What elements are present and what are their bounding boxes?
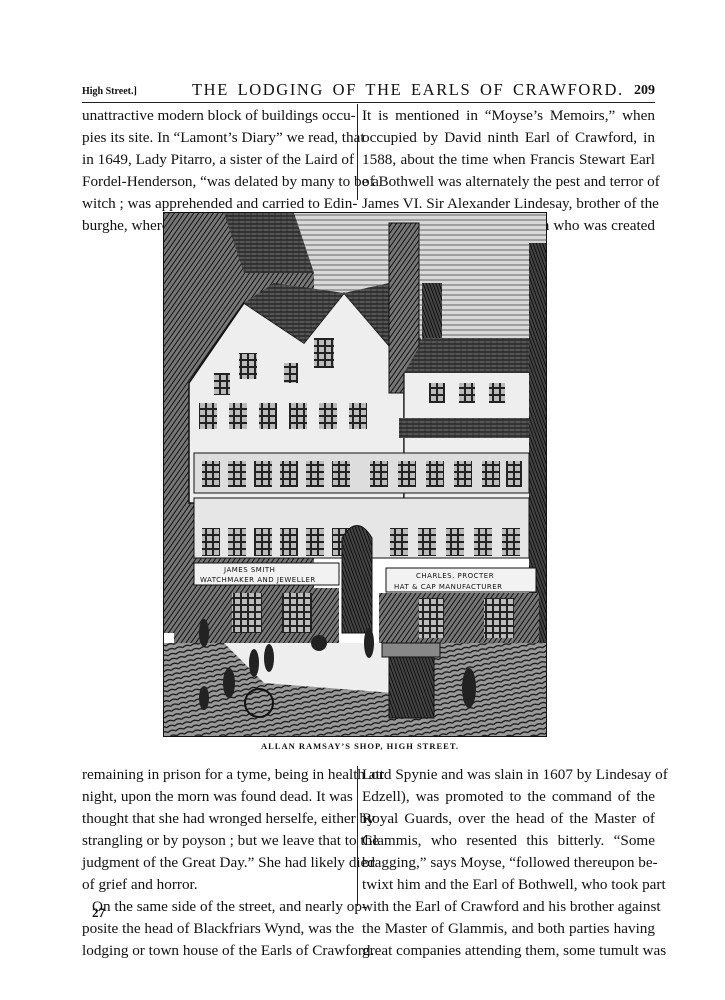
bottom-left-column: remaining in prison for a tyme, being in… (82, 764, 384, 962)
engraving-illustration: JAMES SMITH WATCHMAKER AND JEWELLER CHAR… (163, 212, 547, 737)
text-line: great companies attending them, some tum… (362, 942, 667, 959)
running-head-section: High Street.] (82, 86, 137, 97)
text-line: pies its site. In “Lamont’s Diary” we re… (82, 129, 365, 146)
page-number: 209 (634, 83, 655, 98)
text-line: thought that she had wronged herselfe, e… (82, 810, 375, 827)
shop-sign-left-trade: WATCHMAKER AND JEWELLER (200, 576, 316, 584)
text-line: On the same side of the street, and near… (92, 898, 367, 915)
text-line: Glammis, who resented this bitterly. “So… (362, 832, 655, 849)
text-line: Fordel-Henderson, “was delated by many t… (82, 173, 379, 190)
text-line: witch ; was apprehended and carried to E… (82, 195, 358, 212)
text-line: posite the head of Blackfriars Wynd, was… (82, 920, 355, 937)
text-line: the Master of Glammis, and both parties … (362, 920, 655, 937)
bottom-right-column: Lord Spynie and was slain in 1607 by Lin… (362, 764, 668, 962)
column-divider (357, 104, 358, 200)
text-line: Edzell), was promoted to the command of … (362, 788, 655, 805)
top-right-column: It is mentioned in “Moyse’s Memoirs,” wh… (362, 105, 660, 237)
running-head-title: THE LODGING OF THE EARLS OF CRAWFORD. (192, 80, 624, 99)
text-line: It is mentioned in “Moyse’s Memoirs,” wh… (362, 107, 655, 124)
text-line: in 1649, Lady Pitarro, a sister of the L… (82, 151, 355, 168)
signature-mark: 27 (92, 905, 105, 920)
text-line: unattractive modern block of buildings o… (82, 107, 356, 124)
shop-sign-left-name: JAMES SMITH (223, 566, 275, 574)
text-line: lodging or town house of the Earls of Cr… (82, 942, 375, 959)
text-line: of grief and horror. (82, 876, 198, 893)
text-line: of Bothwell was alternately the pest and… (362, 173, 660, 190)
text-line: night, upon the morn was found dead. It … (82, 788, 353, 805)
figure-caption: ALLAN RAMSAY’S SHOP, HIGH STREET. (260, 741, 459, 751)
text-line: judgment of the Great Day.” She had like… (82, 854, 375, 871)
shop-sign-right-trade: HAT & CAP MANUFACTURER (394, 583, 503, 591)
text-line: James VI. Sir Alexander Lindesay, brothe… (362, 195, 659, 212)
header-rule (82, 102, 655, 103)
text-line: Lord Spynie and was slain in 1607 by Lin… (362, 766, 668, 783)
text-line: remaining in prison for a tyme, being in… (82, 766, 384, 783)
text-line: strangling or by poyson ; but we leave t… (82, 832, 379, 849)
text-line: Royal Guards, over the head of the Maste… (362, 810, 655, 827)
text-line: occupied by David ninth Earl of Crawford… (362, 129, 655, 146)
text-line: with the Earl of Crawford and his brothe… (362, 898, 661, 915)
text-line: 1588, about the time when Francis Stewar… (362, 151, 655, 168)
text-line: twixt him and the Earl of Bothwell, who … (362, 876, 666, 893)
running-head: High Street.] THE LODGING OF THE EARLS O… (82, 80, 655, 104)
shop-sign-right-name: CHARLES. PROCTER (416, 572, 494, 580)
text-line: bragging,” says Moyse, “followed thereup… (362, 854, 658, 871)
column-divider (357, 766, 358, 906)
